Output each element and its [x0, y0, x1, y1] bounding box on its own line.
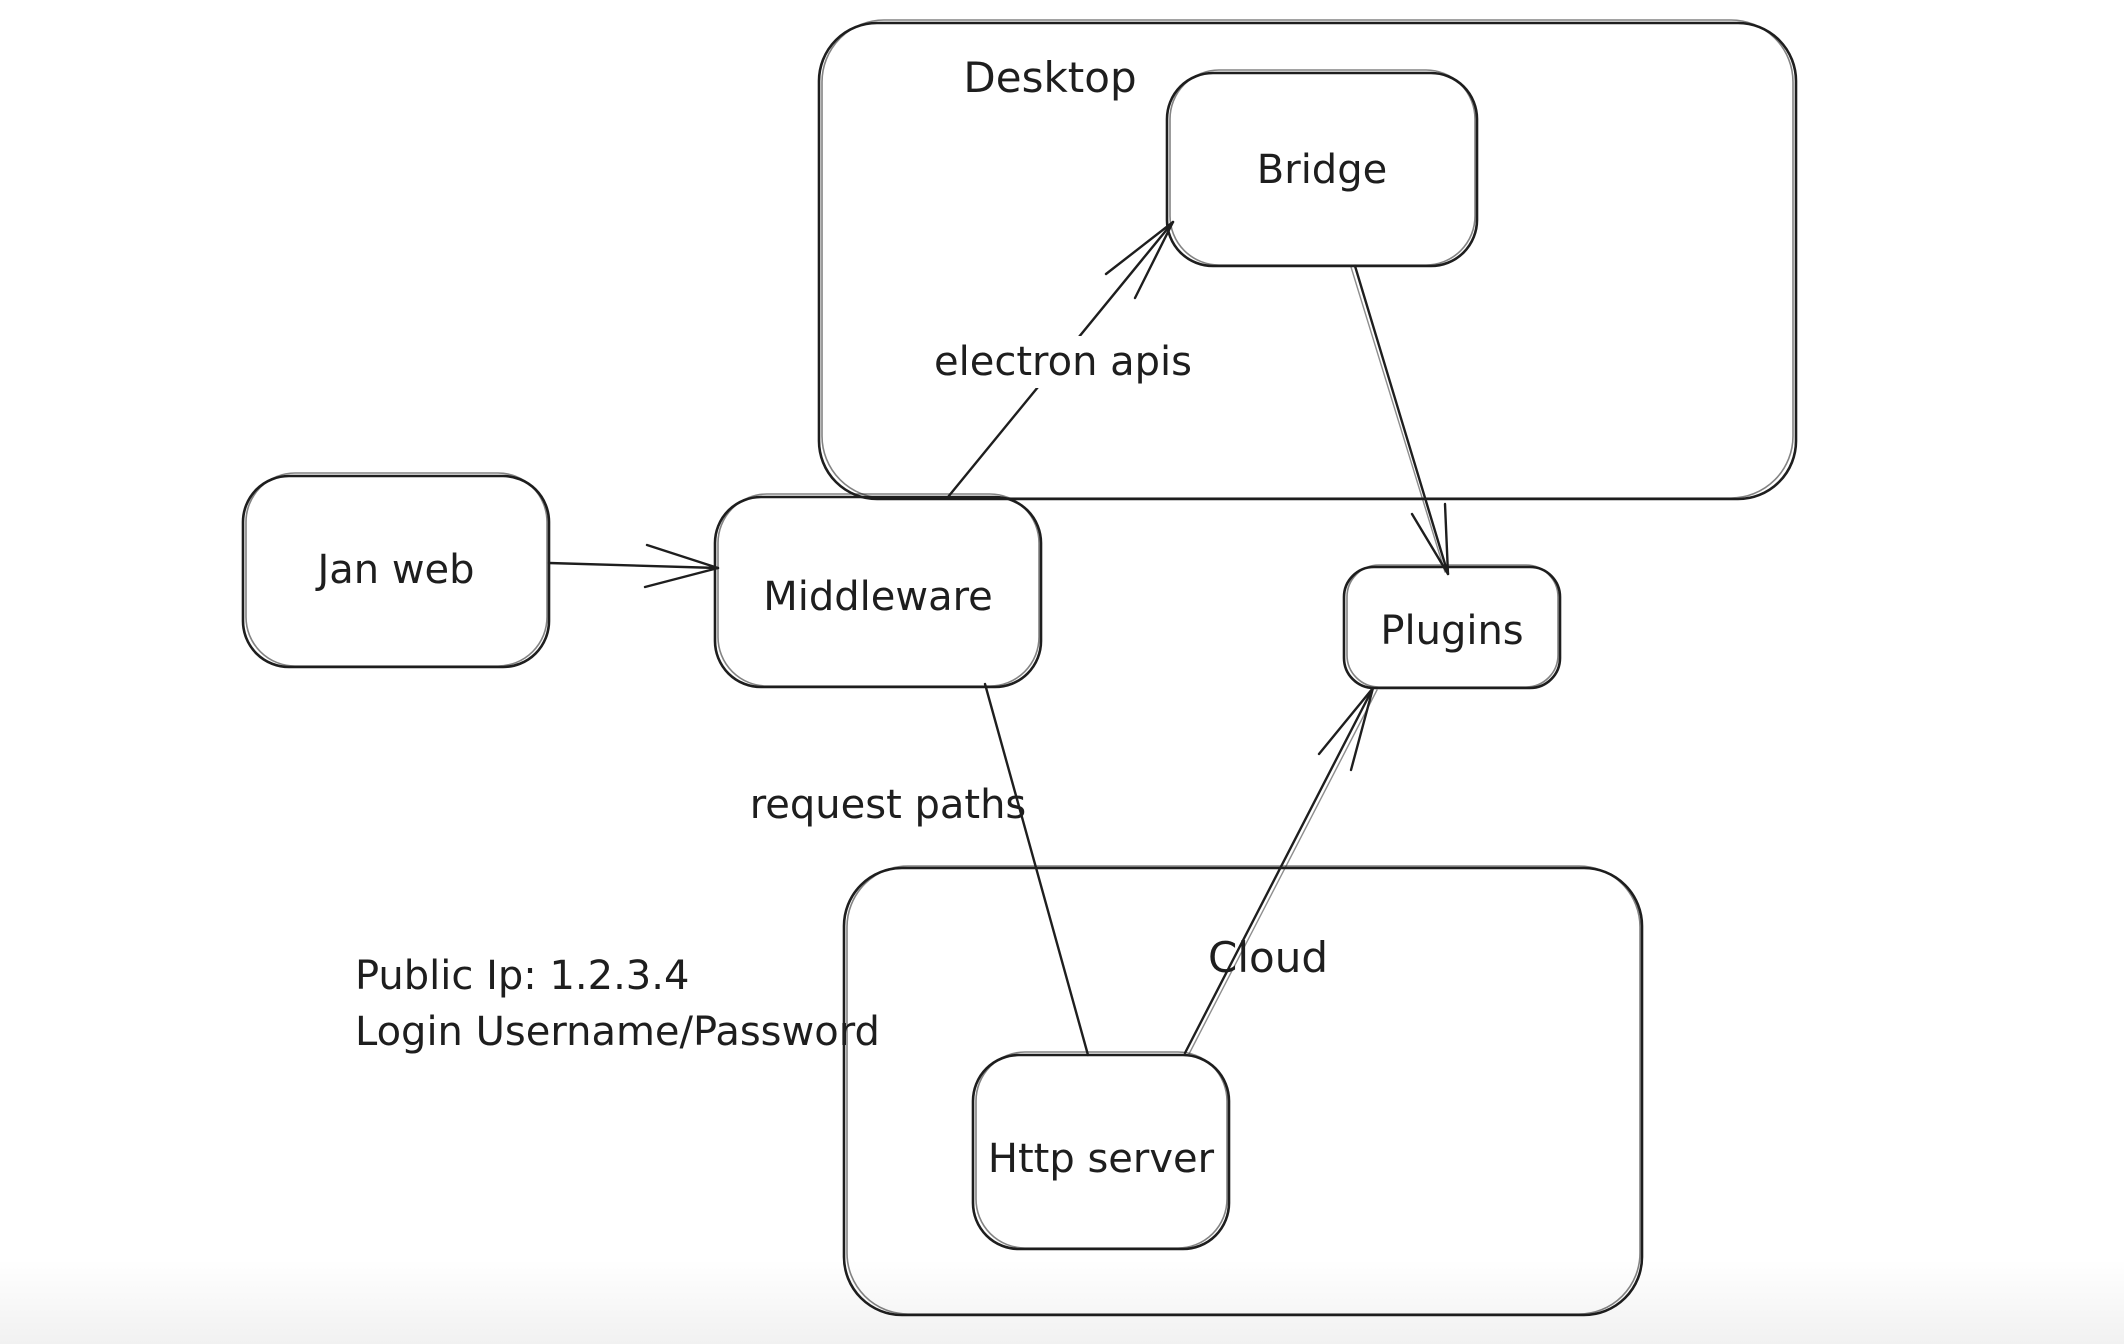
bridge-node-outline-echo	[1169, 69, 1476, 266]
edge-middleware-to-httpserver[interactable]	[983, 682, 1090, 1057]
jan-web-node[interactable]	[241, 472, 551, 669]
plugins-node-outline	[1342, 565, 1562, 690]
edge-label-electron-apis[interactable]: electron apis	[924, 336, 1202, 388]
cloud-container-outline-echo	[846, 865, 1641, 1315]
desktop-container-outline	[817, 21, 1798, 501]
middleware-node-outline	[713, 495, 1043, 689]
plugins-node-label[interactable]: Plugins	[1380, 608, 1524, 654]
edge-bridge-to-plugins-echo	[1350, 266, 1446, 573]
plugins-node[interactable]	[1342, 564, 1562, 690]
edge-httpserver-to-plugins-arrowhead	[1317, 686, 1375, 772]
cloud-container-outline	[842, 866, 1644, 1317]
edge-bridge-to-plugins-arrowhead	[1410, 502, 1450, 576]
edge-janweb-to-middleware-arrowhead	[643, 543, 720, 589]
bridge-node-outline	[1165, 71, 1479, 268]
jan-web-node-outline	[241, 474, 551, 669]
edge-middleware-to-bridge-arrowhead	[1104, 220, 1175, 300]
middleware-node-label[interactable]: Middleware	[763, 574, 993, 620]
login-line: Login Username/Password	[355, 1009, 880, 1055]
jan-web-node-outline-echo	[245, 472, 548, 667]
jan-web-node-label[interactable]: Jan web	[317, 547, 475, 593]
http-server-node-outline	[971, 1053, 1231, 1251]
public-ip-line: Public Ip: 1.2.3.4	[355, 953, 690, 999]
cloud-credentials-note[interactable]: Public Ip: 1.2.3.4 Login Username/Passwo…	[355, 948, 880, 1060]
edge-janweb-to-middleware[interactable]	[547, 561, 720, 570]
cloud-container-label[interactable]: Cloud	[1208, 932, 1328, 982]
bridge-node-label[interactable]: Bridge	[1256, 147, 1388, 193]
desktop-container-label[interactable]: Desktop	[963, 52, 1137, 102]
edge-httpserver-to-plugins-echo	[1188, 689, 1378, 1055]
edge-bridge-to-plugins[interactable]	[1353, 264, 1450, 576]
plugins-node-outline-echo	[1346, 564, 1559, 688]
bridge-node[interactable]	[1165, 69, 1479, 268]
edge-httpserver-to-plugins[interactable]	[1183, 686, 1375, 1055]
desktop-container-shape[interactable]	[817, 19, 1798, 501]
http-server-node-label[interactable]: Http server	[987, 1136, 1215, 1182]
http-server-node[interactable]	[971, 1051, 1231, 1251]
middleware-node-outline-echo	[717, 493, 1040, 687]
cloud-container-shape[interactable]	[842, 865, 1644, 1317]
desktop-container-outline-echo	[821, 19, 1794, 499]
http-server-node-outline-echo	[975, 1051, 1228, 1249]
edge-label-request-paths[interactable]: request paths	[749, 782, 1027, 828]
middleware-node[interactable]	[713, 493, 1043, 689]
